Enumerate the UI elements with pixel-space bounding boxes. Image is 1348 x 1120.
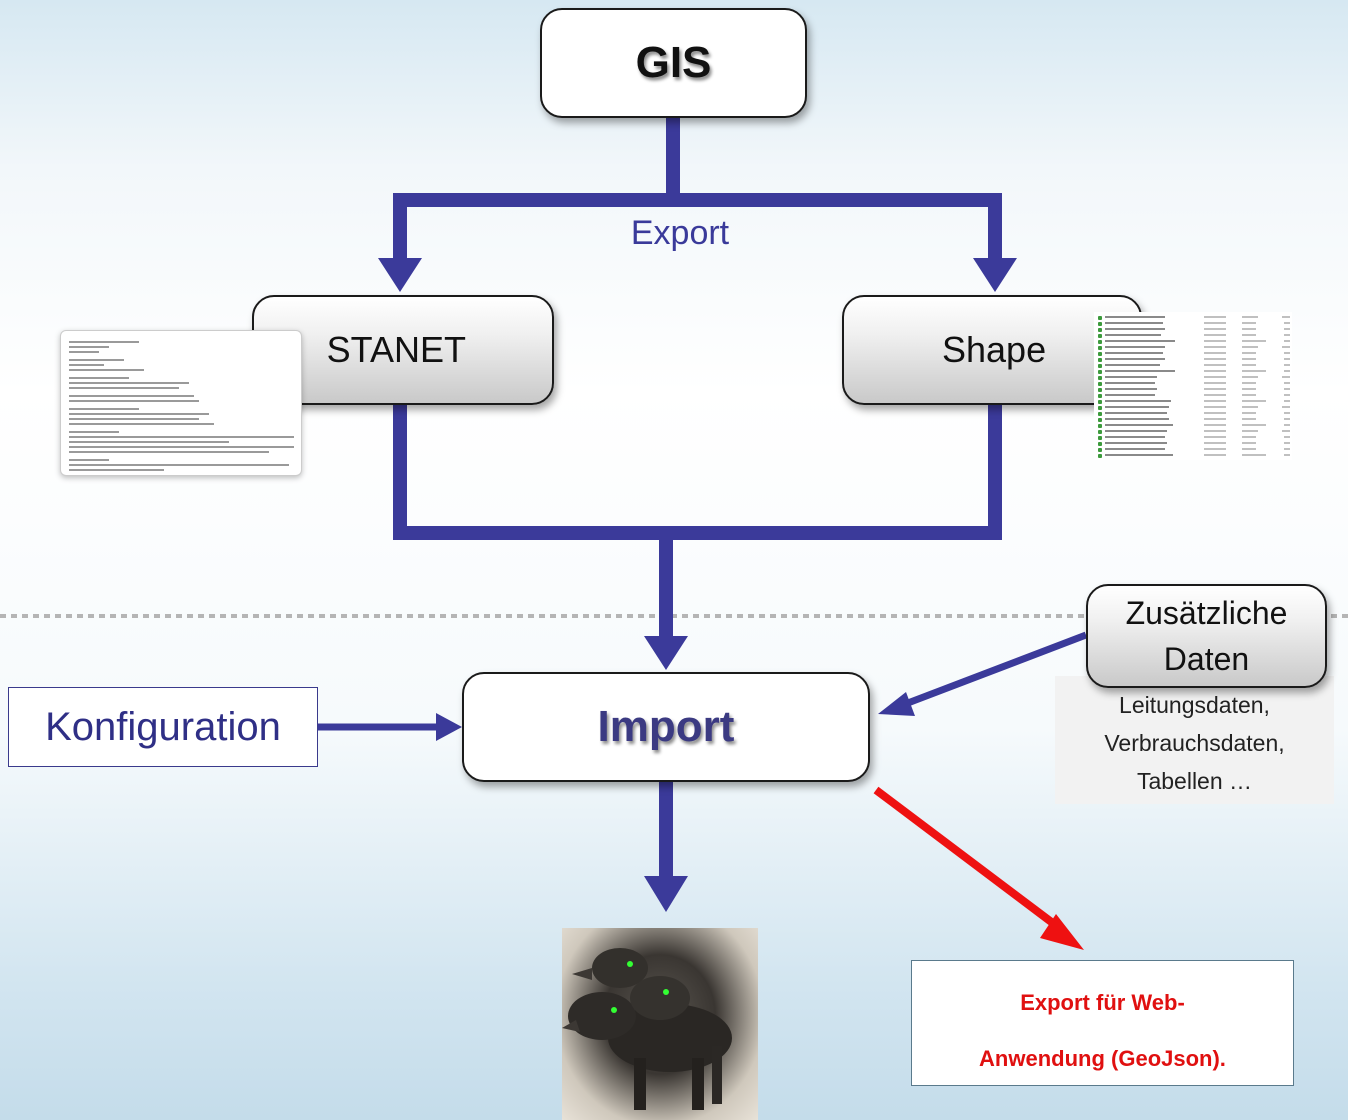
export-label: Export xyxy=(630,214,730,252)
konfiguration-box: Konfiguration xyxy=(8,687,318,767)
zusaetzliche-daten-box: Zusätzliche Daten xyxy=(1086,584,1327,688)
shape-box: Shape xyxy=(842,295,1142,405)
arrow-konfig-to-import xyxy=(436,713,462,741)
arrow-to-web-export xyxy=(1040,914,1084,950)
import-label: Import xyxy=(597,702,735,751)
zusaetzliche-daten-label: Zusätzliche Daten xyxy=(1125,595,1288,677)
three-headed-dog-image xyxy=(562,928,758,1120)
merge-line xyxy=(393,405,1002,540)
shapefile-file-list xyxy=(1094,312,1292,460)
split-right-line xyxy=(673,193,1002,262)
konfiguration-label: Konfiguration xyxy=(45,704,281,749)
arrow-to-stanet xyxy=(378,258,422,292)
import-to-web-export-line xyxy=(873,786,1065,934)
arrow-to-import xyxy=(644,636,688,670)
zusaetzliche-daten-note: Leitungsdaten, Verbrauchsdaten, Tabellen… xyxy=(1104,692,1285,794)
zusaetzliche-to-import-line xyxy=(898,631,1088,710)
zusaetzliche-daten-panel: Leitungsdaten, Verbrauchsdaten, Tabellen… xyxy=(1055,676,1334,804)
arrow-to-result xyxy=(644,876,688,912)
web-export-line1: Export für Web- xyxy=(1020,990,1185,1015)
stanet-file-preview xyxy=(60,330,302,476)
gis-box: GIS xyxy=(540,8,807,118)
stanet-box: STANET xyxy=(252,295,554,405)
arrow-zus-to-import xyxy=(878,692,915,716)
shape-label: Shape xyxy=(942,329,1047,370)
web-export-line2: Anwendung (GeoJson). xyxy=(979,1046,1226,1071)
arrow-to-shape xyxy=(973,258,1017,292)
import-box: Import xyxy=(462,672,870,782)
gis-to-split-line xyxy=(393,118,680,262)
dog-illustration xyxy=(562,948,732,1110)
gis-label: GIS xyxy=(635,38,712,87)
web-export-box: Export für Web- Anwendung (GeoJson). xyxy=(911,960,1294,1086)
stanet-label: STANET xyxy=(326,329,466,370)
